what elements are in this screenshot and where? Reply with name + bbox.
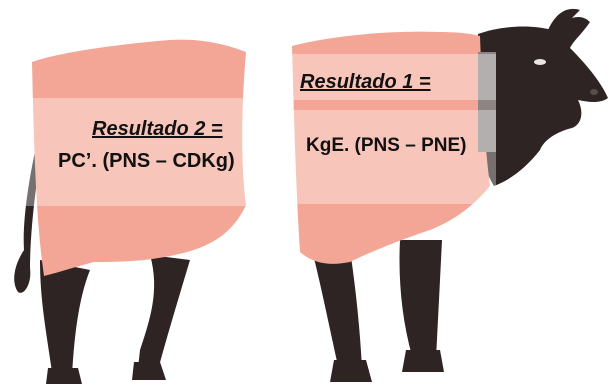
front-hoof-front: [402, 350, 444, 372]
result1-formula: KgE. (PNS – PNE): [306, 135, 467, 156]
rear-leg-back: [40, 260, 90, 376]
cow-nostril: [590, 89, 598, 95]
cow-horn: [548, 8, 580, 34]
front-leg-front: [399, 240, 442, 358]
result2-formula: PC’. (PNS – CDKg): [58, 150, 235, 172]
result2-title: Resultado 2 =: [92, 118, 223, 140]
result1-title: Resultado 1 =: [300, 71, 431, 93]
front-hoof-back: [330, 360, 372, 382]
cow-front-half-icon: [292, 8, 608, 382]
rear-cut: [32, 39, 246, 277]
cow-head: [474, 16, 608, 186]
cow-eye: [534, 59, 546, 65]
neck-band: [478, 52, 496, 152]
rear-hoof-back: [46, 368, 82, 384]
rear-hoof-front: [132, 362, 166, 380]
result2-box: [24, 98, 268, 206]
result1-box-top: [290, 54, 496, 100]
front-leg-back: [312, 250, 362, 368]
result1-box-bottom: [290, 110, 496, 204]
cow-rear-half-icon: [14, 39, 246, 384]
rear-leg-front: [138, 255, 190, 370]
front-cut: [292, 31, 490, 264]
